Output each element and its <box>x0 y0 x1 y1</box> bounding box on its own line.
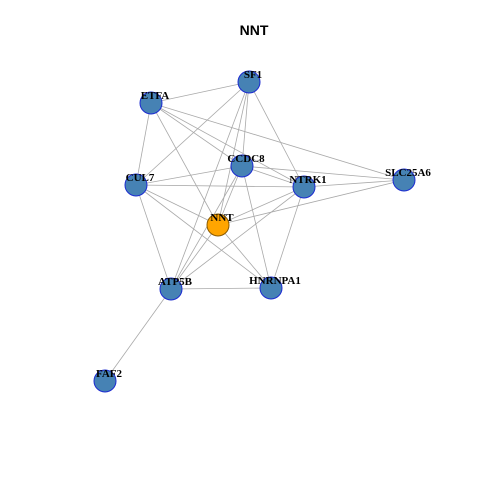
edge-cul7-nnt <box>135 184 219 226</box>
node-cul7 <box>124 173 148 197</box>
node-label-ntrk1: NTRK1 <box>289 174 326 186</box>
edge-nnt-hnrnpa1 <box>217 224 272 289</box>
edge-sf1-cul7 <box>135 81 250 186</box>
node-sf1 <box>237 70 261 94</box>
graph-title: NNT <box>240 22 269 38</box>
edge-etfa-nnt <box>150 102 219 226</box>
edge-etfa-slc25a6 <box>150 102 405 181</box>
edge-etfa-ccdc8 <box>150 102 243 167</box>
node-atp5b <box>159 277 183 301</box>
edge-slc25a6-nnt <box>217 179 405 226</box>
edge-sf1-nnt <box>217 81 250 226</box>
edge-etfa-ntrk1 <box>150 102 305 188</box>
node-label-cul7: CUL7 <box>126 172 155 184</box>
node-slc25a6 <box>392 168 416 192</box>
edge-etfa-cul7 <box>135 102 152 186</box>
edge-sf1-ntrk1 <box>248 81 305 188</box>
node-faf2 <box>93 369 117 393</box>
node-hnrnpa1 <box>259 276 283 300</box>
node-ntrk1 <box>292 175 316 199</box>
edge-ntrk1-nnt <box>217 186 305 226</box>
edge-cul7-hnrnpa1 <box>135 184 272 289</box>
edge-ntrk1-hnrnpa1 <box>270 186 305 289</box>
edge-sf1-etfa <box>150 81 250 104</box>
edge-cul7-atp5b <box>135 184 172 290</box>
edge-ccdc8-cul7 <box>135 165 243 186</box>
edge-atp5b-hnrnpa1 <box>170 287 272 290</box>
edge-atp5b-faf2 <box>104 288 172 382</box>
edge-ntrk1-atp5b <box>170 186 305 290</box>
edge-sf1-ccdc8 <box>241 81 250 167</box>
node-label-nnt: NNT <box>210 212 234 224</box>
edges-layer <box>104 81 405 382</box>
node-label-etfa: ETFA <box>141 90 170 102</box>
edge-ccdc8-slc25a6 <box>241 165 405 181</box>
node-etfa <box>139 91 163 115</box>
node-label-sf1: SF1 <box>244 69 262 81</box>
node-ccdc8 <box>230 154 254 178</box>
node-label-faf2: FAF2 <box>96 368 123 380</box>
node-label-atp5b: ATP5B <box>158 276 193 288</box>
node-nnt <box>206 213 230 237</box>
node-label-hnrnpa1: HNRNPA1 <box>249 275 301 287</box>
nodes-layer <box>93 70 416 393</box>
edge-ntrk1-slc25a6 <box>303 179 405 188</box>
node-label-slc25a6: SLC25A6 <box>385 167 431 179</box>
node-label-ccdc8: CCDC8 <box>227 153 265 165</box>
edge-cul7-ntrk1 <box>135 184 305 188</box>
edge-nnt-atp5b <box>170 224 219 290</box>
